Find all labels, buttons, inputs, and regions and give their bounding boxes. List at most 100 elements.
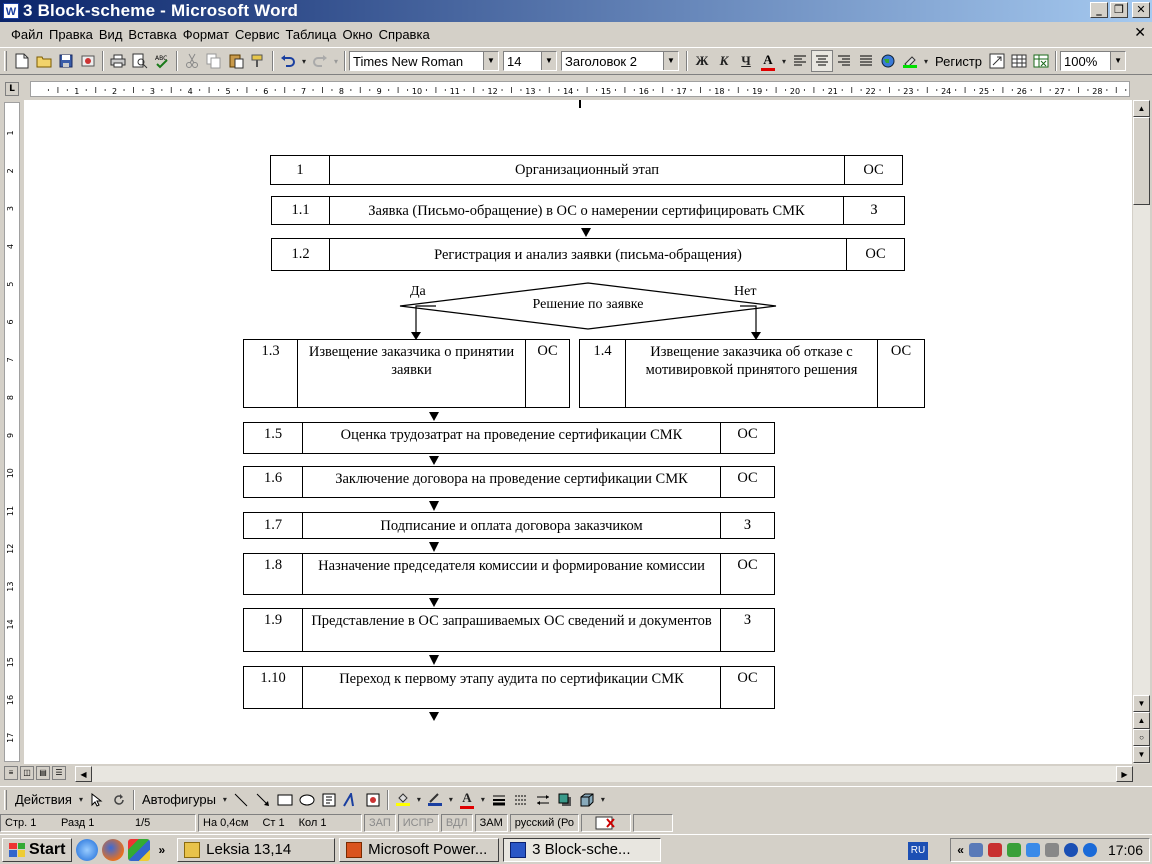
- messenger-icon[interactable]: [1025, 843, 1040, 857]
- draw-actions-menu[interactable]: Действия: [15, 792, 72, 807]
- normal-view-icon[interactable]: ≡: [4, 766, 18, 780]
- fill-color-dropdown-icon[interactable]: ▾: [416, 795, 421, 804]
- wordart-icon[interactable]: [340, 789, 362, 811]
- arrow-icon[interactable]: [252, 789, 274, 811]
- scroll-right-icon[interactable]: ▶: [1116, 766, 1133, 782]
- zoom-select[interactable]: 100% ▼: [1060, 51, 1127, 71]
- print-icon[interactable]: [107, 50, 129, 72]
- bold-button[interactable]: Ж: [695, 53, 709, 68]
- drawbar-more-icon[interactable]: ▾: [600, 795, 605, 804]
- status-ext[interactable]: ВДЛ: [440, 814, 473, 832]
- close-window-button[interactable]: ✕: [1132, 2, 1150, 18]
- insert-table-icon[interactable]: [1008, 50, 1030, 72]
- flow-box-1-7[interactable]: 1.7 Подписание и оплата договора заказчи…: [243, 512, 775, 539]
- line-color-dropdown-icon[interactable]: ▾: [448, 795, 453, 804]
- style-select[interactable]: Заголовок 2 ▼: [561, 51, 679, 71]
- next-page-icon[interactable]: ▼: [1133, 746, 1150, 763]
- underline-button[interactable]: Ч: [741, 53, 751, 68]
- justify-icon[interactable]: [855, 50, 877, 72]
- menu-view[interactable]: Вид: [98, 26, 123, 42]
- flow-box-1-6[interactable]: 1.6 Заключение договора на проведение се…: [243, 466, 775, 498]
- menu-table[interactable]: Таблица: [285, 26, 337, 42]
- autoshapes-menu[interactable]: Автофигуры: [141, 792, 216, 807]
- resize-icon[interactable]: [986, 50, 1008, 72]
- cut-icon[interactable]: [181, 50, 203, 72]
- align-center-icon[interactable]: [811, 50, 833, 72]
- copy-icon[interactable]: [203, 50, 225, 72]
- flow-box-1-8[interactable]: 1.8 Назначение председателя комиссии и ф…: [243, 553, 775, 595]
- flow-box-1-5[interactable]: 1.5 Оценка трудозатрат на проведение сер…: [243, 422, 775, 454]
- draw-font-color-dropdown-icon[interactable]: ▾: [480, 795, 485, 804]
- redo-icon[interactable]: [309, 50, 331, 72]
- taskbar-item-powerpoint[interactable]: Microsoft Power...: [339, 837, 500, 862]
- update-icon[interactable]: [1082, 843, 1097, 857]
- undo-icon[interactable]: [277, 50, 299, 72]
- flow-box-1-9[interactable]: 1.9 Представление в ОС запрашиваемых ОС …: [243, 608, 775, 652]
- menu-help[interactable]: Справка: [378, 26, 430, 42]
- flow-box-1-1[interactable]: 1.1 Заявка (Письмо-обращение) в ОС о нам…: [271, 196, 905, 225]
- tab-selector-button[interactable]: L: [5, 82, 19, 96]
- line-color-icon[interactable]: [424, 789, 446, 811]
- status-rec[interactable]: ЗАП: [364, 814, 396, 832]
- rotate-icon[interactable]: [108, 789, 130, 811]
- text-box-icon[interactable]: [318, 789, 340, 811]
- chevron-down-icon[interactable]: ▼: [541, 52, 556, 70]
- line-style-icon[interactable]: [488, 789, 510, 811]
- spelling-icon[interactable]: ABC: [151, 50, 173, 72]
- align-right-icon[interactable]: [833, 50, 855, 72]
- shadow-style-icon[interactable]: [554, 789, 576, 811]
- quick-launch-more-icon[interactable]: »: [158, 842, 166, 857]
- flow-box-1-3[interactable]: 1.3 Извещение заказчика о принятии заявк…: [243, 339, 570, 408]
- toolbar-grip[interactable]: [4, 51, 7, 71]
- fill-color-icon[interactable]: [392, 789, 414, 811]
- align-left-icon[interactable]: [789, 50, 811, 72]
- menu-format[interactable]: Формат: [182, 26, 229, 42]
- close-document-icon[interactable]: ✕: [1134, 25, 1146, 41]
- highlight-dropdown-icon[interactable]: ▾: [923, 56, 928, 66]
- menu-window[interactable]: Окно: [342, 26, 373, 42]
- draw-font-color-icon[interactable]: A: [456, 789, 478, 811]
- redo-dropdown-icon[interactable]: ▾: [333, 56, 338, 66]
- status-ovr[interactable]: ЗАМ: [474, 814, 508, 832]
- internet-explorer-icon[interactable]: [76, 838, 99, 861]
- highlight-icon[interactable]: [899, 50, 921, 72]
- font-size-select[interactable]: 14 ▼: [503, 51, 557, 71]
- vertical-scrollbar[interactable]: ▲ ▼ ▲ ○ ▼: [1133, 100, 1150, 764]
- arrow-style-icon[interactable]: [532, 789, 554, 811]
- spelling-status-icon[interactable]: [580, 814, 631, 832]
- undo-dropdown-icon[interactable]: ▾: [301, 56, 306, 66]
- format-painter-icon[interactable]: [247, 50, 269, 72]
- network-icon[interactable]: [968, 843, 983, 857]
- word-app-icon[interactable]: W: [3, 3, 19, 19]
- scroll-down-icon[interactable]: ▼: [1133, 695, 1150, 712]
- change-case-button[interactable]: Регистр: [935, 53, 983, 69]
- firefox-icon[interactable]: [102, 838, 125, 861]
- info-icon[interactable]: [1063, 843, 1078, 857]
- volume-icon[interactable]: [1044, 843, 1059, 857]
- minimize-button[interactable]: _: [1090, 2, 1108, 18]
- oval-icon[interactable]: [296, 789, 318, 811]
- previous-page-icon[interactable]: ▲: [1133, 712, 1150, 729]
- print-preview-icon[interactable]: [129, 50, 151, 72]
- font-name-select[interactable]: Times New Roman ▼: [349, 51, 499, 71]
- italic-button[interactable]: К: [719, 53, 729, 68]
- flow-box-1[interactable]: 1 Организационный этап ОС: [270, 155, 903, 185]
- rectangle-icon[interactable]: [274, 789, 296, 811]
- status-trk[interactable]: ИСПР: [397, 814, 439, 832]
- dash-style-icon[interactable]: [510, 789, 532, 811]
- document-page[interactable]: 1 Организационный этап ОС 1.1 Заявка (Пи…: [24, 100, 1132, 764]
- save-icon[interactable]: [55, 50, 77, 72]
- clip-art-icon[interactable]: [362, 789, 384, 811]
- toolbar-grip[interactable]: [4, 789, 7, 810]
- antivirus-icon[interactable]: [1006, 843, 1021, 857]
- menu-insert[interactable]: Вставка: [128, 26, 177, 42]
- flow-box-1-4[interactable]: 1.4 Извещение заказчика об отказе с моти…: [579, 339, 925, 408]
- select-browse-object-icon[interactable]: ○: [1133, 729, 1150, 746]
- flow-box-1-10[interactable]: 1.10 Переход к первому этапу аудита по с…: [243, 666, 775, 709]
- font-color-dropdown-icon[interactable]: ▾: [781, 56, 786, 66]
- security-icon[interactable]: [987, 843, 1002, 857]
- open-folder-icon[interactable]: [33, 50, 55, 72]
- scroll-left-icon[interactable]: ◀: [75, 766, 92, 782]
- scroll-up-icon[interactable]: ▲: [1133, 100, 1150, 117]
